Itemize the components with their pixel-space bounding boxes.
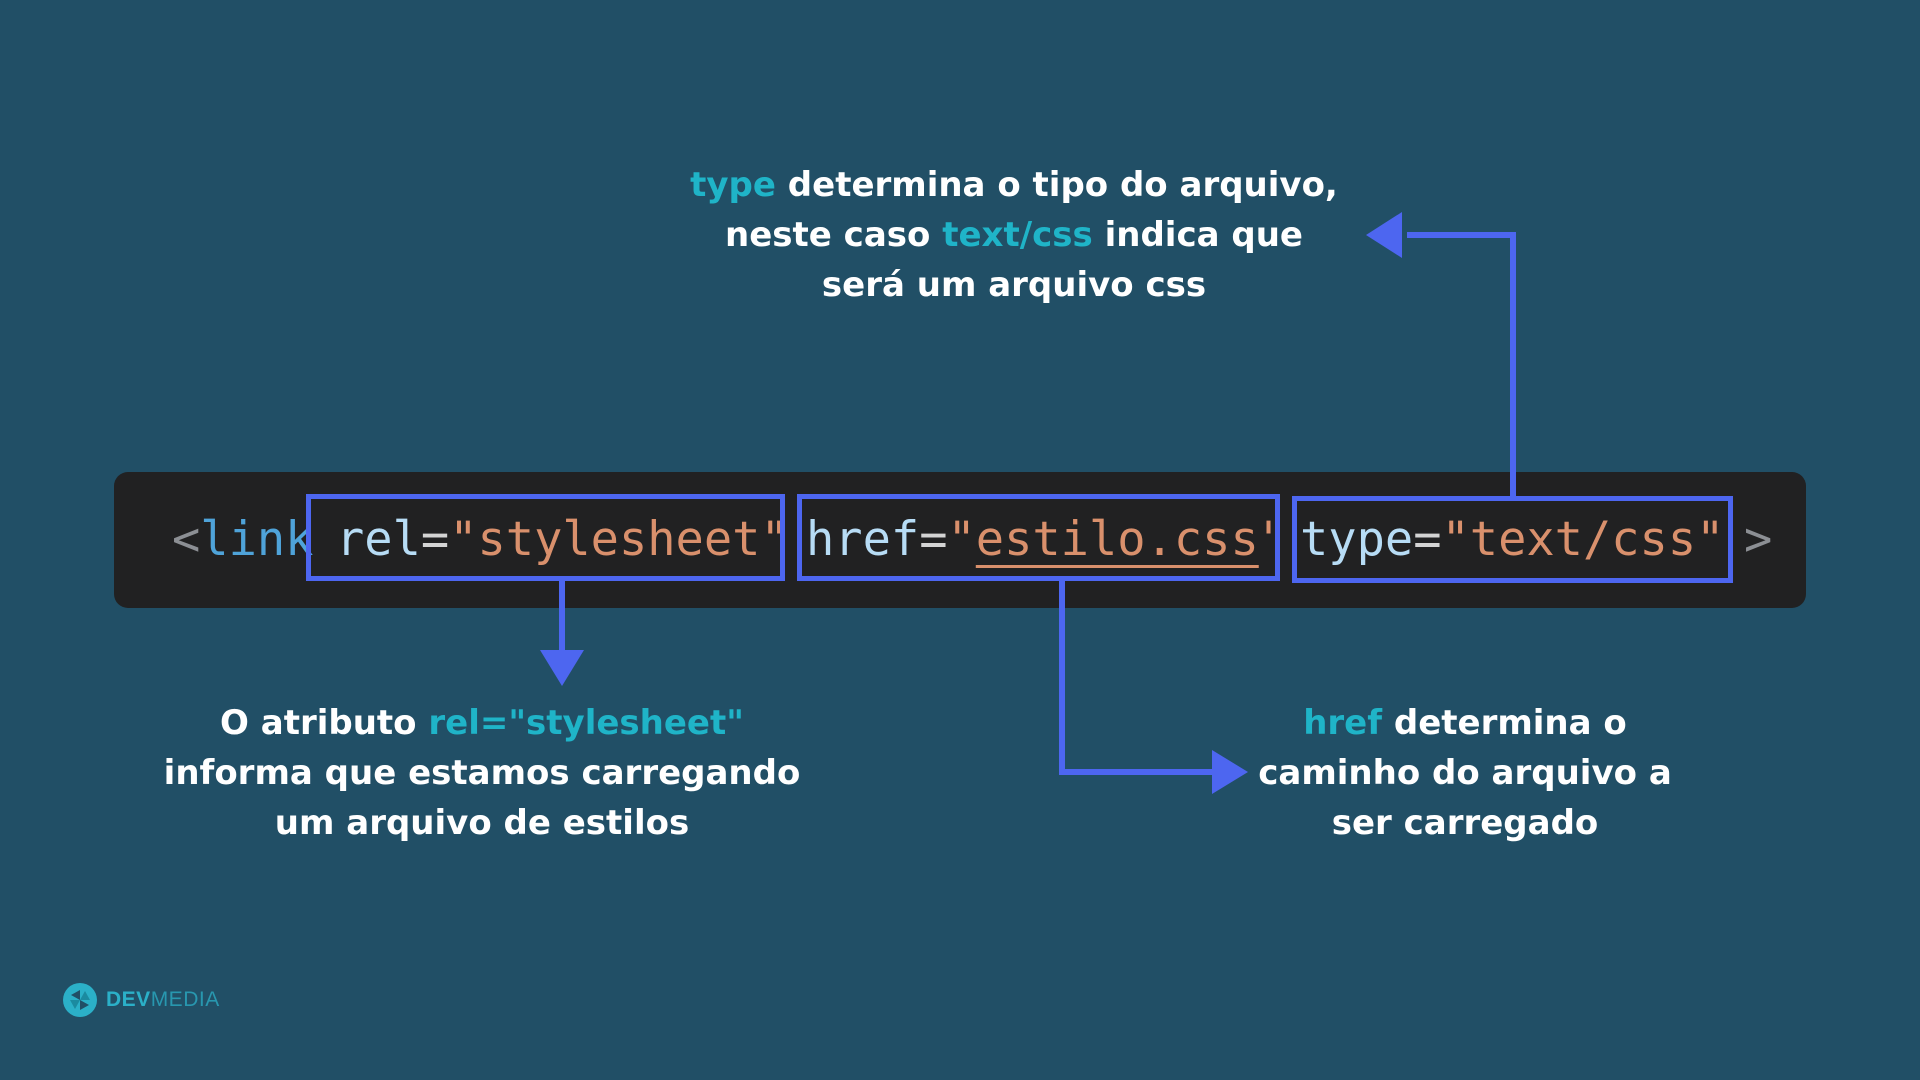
code-href-eq: = bbox=[919, 512, 948, 567]
href-highlight-box bbox=[797, 494, 1280, 581]
text-css-keyword: text/css bbox=[942, 215, 1093, 255]
type-caption-line-3: será um arquivo css bbox=[821, 265, 1207, 305]
code-tag-name: link bbox=[200, 512, 314, 567]
code-href-value: estilo.css bbox=[975, 512, 1259, 567]
logo-media: MEDIA bbox=[150, 988, 220, 1011]
rel-caption-line-3: um arquivo de estilos bbox=[274, 803, 690, 843]
code-rel-value: "stylesheet" bbox=[449, 512, 789, 567]
type-keyword: type bbox=[690, 165, 776, 205]
type-arrow-head bbox=[1366, 212, 1402, 258]
href-keyword: href bbox=[1303, 703, 1383, 743]
rel-highlight-box bbox=[306, 494, 785, 581]
href-arrow-head bbox=[1212, 750, 1248, 794]
type-caption-text-3: indica que bbox=[1092, 215, 1303, 255]
href-caption-line-3: ser carregado bbox=[1331, 803, 1599, 843]
href-caption: href determina o caminho do arquivo a se… bbox=[1165, 698, 1765, 848]
type-highlight-box bbox=[1292, 496, 1733, 583]
rel-arrow-head bbox=[540, 650, 584, 686]
rel-keyword: rel="stylesheet" bbox=[428, 703, 744, 743]
code-type-value: "text/css" bbox=[1441, 512, 1725, 567]
rel-caption: O atributo rel="stylesheet" informa que … bbox=[82, 698, 882, 848]
href-caption-text-1: determina o bbox=[1382, 703, 1627, 743]
code-rel: rel="stylesheet" bbox=[336, 508, 789, 572]
code-link-open: <link bbox=[172, 508, 313, 572]
type-caption-text-2: neste caso bbox=[725, 215, 943, 255]
href-arrow bbox=[1059, 581, 1248, 794]
code-rel-eq: = bbox=[420, 512, 450, 567]
logo-dev: DEV bbox=[106, 988, 151, 1011]
code-type-eq: = bbox=[1413, 512, 1442, 567]
type-caption-text-1: determina o tipo do arquivo, bbox=[775, 165, 1338, 205]
code-href-attr: href bbox=[806, 512, 920, 567]
rel-caption-text-1: O atributo bbox=[220, 703, 429, 743]
code-open-bracket: < bbox=[172, 512, 201, 567]
type-caption-line-2: neste caso text/css indica que bbox=[614, 210, 1414, 260]
type-caption-line-1: type determina o tipo do arquivo, bbox=[614, 160, 1414, 210]
href-caption-line-2: caminho do arquivo a bbox=[1258, 753, 1672, 793]
devmedia-logo-icon bbox=[63, 983, 97, 1017]
code-type: type="text/css" bbox=[1300, 508, 1724, 572]
devmedia-logo: DEVMEDIA bbox=[62, 982, 220, 1018]
rel-caption-line-1: O atributo rel="stylesheet" bbox=[82, 698, 882, 748]
type-caption: type determina o tipo do arquivo, neste … bbox=[614, 160, 1414, 310]
code-close: > bbox=[1744, 508, 1772, 572]
devmedia-logo-text: DEVMEDIA bbox=[106, 988, 220, 1012]
code-rel-attr: rel bbox=[336, 512, 421, 567]
rel-arrow bbox=[540, 581, 584, 686]
rel-caption-line-2: informa que estamos carregando bbox=[163, 753, 801, 793]
code-href-quote-open: " bbox=[947, 512, 976, 567]
code-type-attr: type bbox=[1300, 512, 1414, 567]
href-caption-line-1: href determina o bbox=[1165, 698, 1765, 748]
code-href: href="estilo.css" bbox=[806, 508, 1287, 572]
code-href-quote-close: " bbox=[1258, 512, 1288, 567]
type-arrow bbox=[1366, 212, 1516, 496]
code-close-bracket: > bbox=[1744, 512, 1773, 567]
